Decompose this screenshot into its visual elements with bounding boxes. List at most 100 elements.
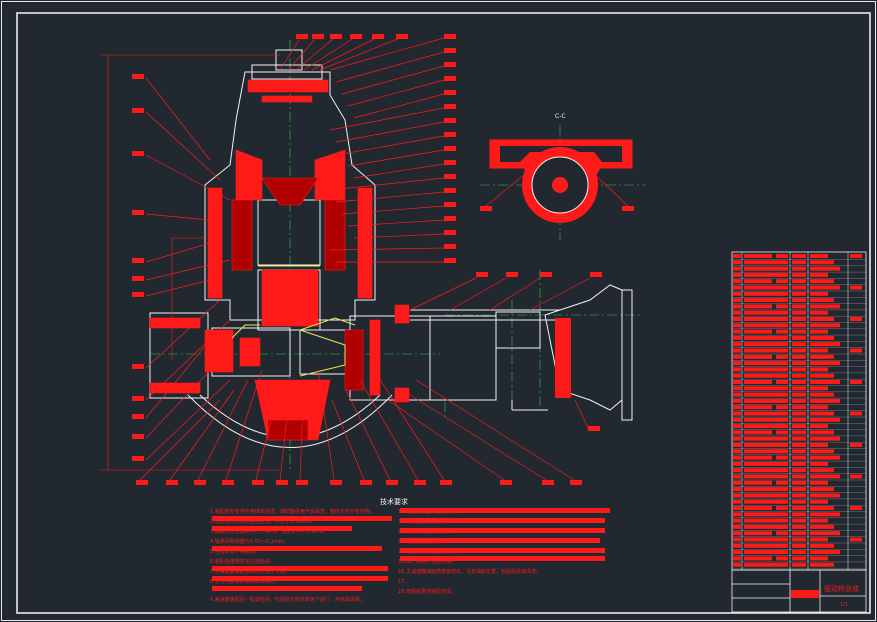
leader-line [335,121,445,143]
leader-line [574,399,589,429]
parts-list-cell [810,373,834,378]
title-block-sheet: 1/1 [840,602,848,608]
parts-list-cell [733,266,741,271]
part-tag [312,34,324,39]
parts-list-cell [776,550,788,555]
parts-list-cell [810,367,828,372]
parts-list-cell [792,499,806,504]
parts-list-cell [744,506,772,510]
parts-list-cell [776,518,788,523]
parts-list-cell [810,531,840,536]
parts-list-cell [810,335,834,340]
leader-line [139,399,221,481]
parts-list-cell [792,386,806,391]
leader-line [489,277,541,311]
part-tag [360,480,372,485]
leader-line [347,79,445,107]
parts-list-cell [744,254,772,258]
parts-list-cell [792,373,806,378]
leader-line [287,37,317,71]
leader-line [341,65,445,95]
note-line: 4.轴承间隙调整为0.05～0.1mm。 [210,538,289,545]
parts-list-cell [744,518,780,523]
parts-list-cell [744,443,780,447]
parts-list-cell [733,298,741,303]
parts-list-cell [810,499,828,504]
leader-line [169,389,235,481]
part-tag [350,34,362,39]
parts-list-cell [810,380,840,384]
parts-list-cell [733,499,741,504]
parts-list-cell [810,405,828,410]
parts-list-cell [776,417,788,422]
note-line: 15.出厂前进行性能检测。 [398,558,456,565]
parts-list-cell [744,361,776,366]
parts-list-cell [776,348,788,353]
parts-list-cell [744,272,784,277]
parts-list-cell [776,304,788,309]
parts-list-cell [776,531,788,536]
parts-list-cell [810,298,834,303]
parts-list-cell [850,285,862,290]
parts-list-cell [776,373,788,378]
part-tag [444,230,456,235]
parts-list-cell [776,254,788,258]
leader-line [341,135,445,155]
parts-list-cell [810,480,828,485]
parts-list-cell [733,279,741,284]
part-tag [444,258,456,263]
parts-list-cell [744,480,772,485]
part-tag [444,118,456,123]
note-line: 8.未注明要求按相关标准执行。 [210,578,280,585]
parts-list-cell [744,499,784,504]
parts-list-cell [792,398,806,403]
parts-list-cell [792,392,806,397]
part-tag [132,434,144,439]
parts-list-cell [733,436,741,441]
parts-list-cell [744,335,776,340]
note-line: 5.各密封处不得漏油。 [210,548,260,555]
parts-list-cell [810,342,840,347]
part-number-tags [132,34,634,485]
notes-left-column: 1.装配前所有零件用煤油清洗，滚动轴承用汽油清洗，箱体内不许有杂物。 2.齿轮啮… [210,508,375,603]
parts-list-cell [792,279,806,284]
parts-list-cell [792,329,806,334]
part-tag [444,216,456,221]
parts-list-cell [810,272,828,277]
parts-list-cell [776,543,788,548]
parts-list-cell [776,512,788,517]
parts-list-cell [744,266,780,271]
parts-list-cell [733,386,741,391]
parts-list-cell [792,506,806,510]
part-tag [132,364,144,369]
leader-line [145,299,221,369]
part-tag [194,480,206,485]
parts-list-cell [810,455,840,460]
parts-list-cell [792,562,806,567]
parts-list-cell [733,512,741,517]
parts-list-cell [792,405,806,410]
parts-list-cell [792,380,806,384]
parts-list-cell [810,537,828,542]
parts-list-cell [792,310,806,315]
parts-list-cell [810,524,834,529]
part-tag [132,74,144,79]
parts-list-cell [850,317,862,321]
parts-list-cell [744,392,780,397]
parts-list-cell [776,436,788,441]
parts-list-cell [850,474,862,479]
parts-list-cell [733,455,741,460]
parts-list-cell [733,424,741,429]
part-tag [590,272,602,277]
parts-list-cell [744,524,784,529]
leader-line [345,389,391,481]
parts-list-cell [744,455,772,460]
parts-list-cell [810,493,840,498]
note-line: 1.装配前所有零件用煤油清洗，滚动轴承用汽油清洗，箱体内不许有杂物。 [210,508,375,515]
parts-list-cell [744,348,784,353]
parts-list-cell [776,380,788,384]
parts-list-cell [850,537,862,542]
part-tag [444,90,456,95]
gear-details [231,265,356,377]
parts-list-cell [776,323,788,328]
